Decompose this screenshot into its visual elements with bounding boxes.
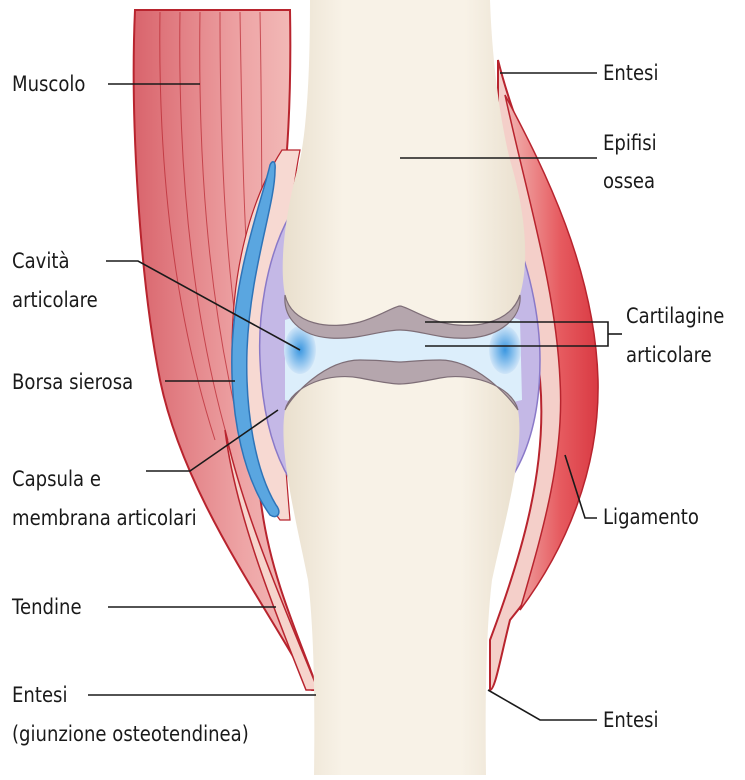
label-ligamento: Ligamento [603,500,699,534]
label-cartilagine-line2: articolare [626,338,712,372]
label-muscolo: Muscolo [12,67,85,101]
lower-bone [283,377,519,775]
label-tendine: Tendine [12,590,82,624]
label-cavita-line1: Cavità [12,244,70,278]
label-giunzione: (giunzione osteotendinea) [12,717,249,751]
label-borsa-sierosa: Borsa sierosa [12,365,133,399]
leader-entesi-bottom [488,690,597,720]
label-entesi-bottom: Entesi [603,703,658,737]
label-entesi-top: Entesi [603,56,658,90]
label-cavita-line2: articolare [12,283,98,317]
label-epifisi-line2: ossea [603,164,655,198]
label-cartilagine-line1: Cartilagine [626,299,724,333]
upper-bone [283,0,526,325]
label-capsula-line1: Capsula e [12,462,101,496]
label-capsula-line2: membrana articolari [12,501,197,535]
label-epifisi-line1: Epifisi [603,126,657,160]
label-entesi-left: Entesi [12,678,67,712]
